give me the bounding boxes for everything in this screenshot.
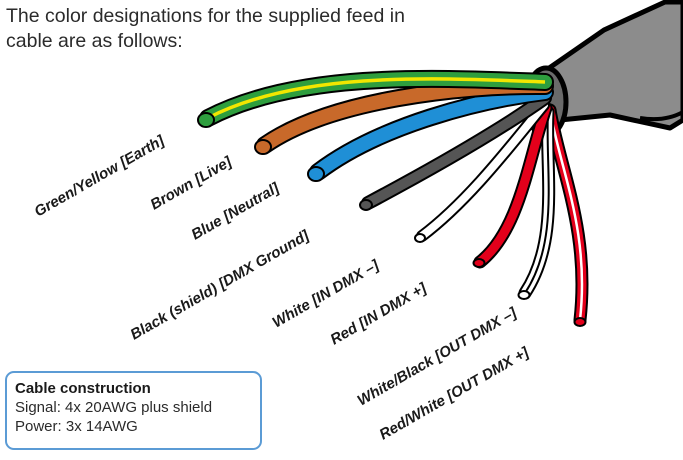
label-blue: Blue [Neutral] (189, 179, 284, 243)
wire-white (414, 99, 550, 243)
power-spec: Power: 3x 14AWG (15, 418, 138, 435)
wire-red-white (543, 103, 589, 327)
wire-white-black (517, 105, 556, 300)
label-brown: Brown [Live] (148, 153, 236, 214)
intro-text: The color designations for the supplied … (6, 4, 526, 54)
wire-blue (307, 83, 554, 182)
signal-spec: Signal: 4x 20AWG plus shield (15, 399, 213, 416)
intro-line-2: cable are as follows: (6, 30, 183, 52)
label-red-white: Red/White [OUT DMX +] (377, 343, 533, 443)
wire-green-yellow (197, 69, 554, 128)
wire-black-shield (359, 91, 552, 211)
cable-construction-box: Cable construction Signal: 4x 20AWG plus… (5, 371, 262, 450)
cable-construction-title: Cable construction (15, 380, 151, 397)
label-green-yellow: Green/Yellow [Earth] (32, 132, 169, 221)
intro-line-1: The color designations for the supplied … (6, 5, 405, 27)
wire-red (472, 101, 553, 269)
